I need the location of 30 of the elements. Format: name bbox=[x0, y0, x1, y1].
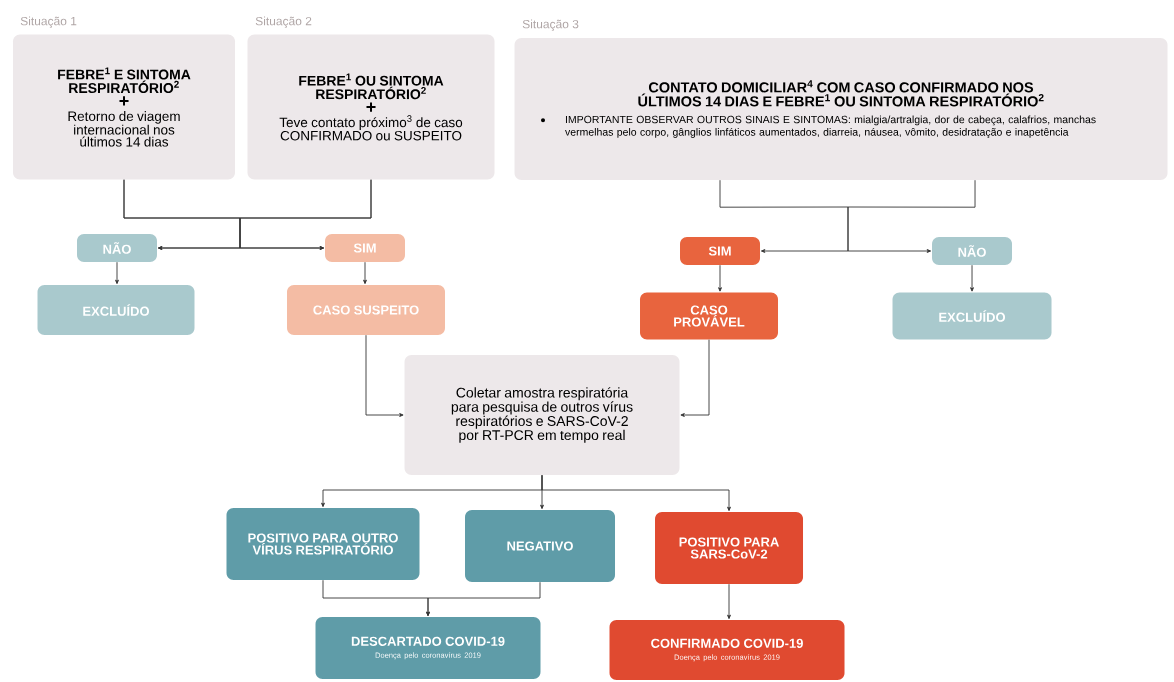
result-box: CASO PROVÁVEL bbox=[640, 292, 778, 340]
answer-box: SIM bbox=[325, 234, 405, 262]
situation-label: Situação 3 bbox=[522, 19, 579, 31]
result-box: EXCLUÍDO bbox=[892, 292, 1052, 340]
criteria-box: FEBRE$^{1}$ E SINTOMA RESPIRATÓRIO$^{2}$ + Retorno de viagem internacional nos últimos 14 dias bbox=[13, 34, 235, 180]
arrow bbox=[718, 264, 722, 292]
arrow bbox=[847, 179, 976, 253]
arrow bbox=[541, 474, 731, 512]
arrow bbox=[239, 179, 372, 250]
arrow bbox=[727, 583, 731, 620]
arrow bbox=[426, 581, 541, 617]
result-box: CASO SUSPEITO bbox=[287, 285, 445, 335]
arrow bbox=[970, 264, 974, 292]
process-box: Coletar amostra respiratória para pesquisa de outros vírus respiratórios e SARS-CoV-2 por RT-PCR em tempo real bbox=[404, 355, 680, 475]
arrow bbox=[363, 261, 367, 285]
result-box: POSITIVO PARA SARS-CoV-2 bbox=[655, 512, 803, 584]
result-box: EXCLUÍDO bbox=[37, 285, 195, 335]
situation-label: Situação 2 bbox=[255, 16, 312, 28]
arrow bbox=[680, 339, 710, 417]
criteria-box: CONTATO DOMICILIAR$^{4}$ COM CASO CONFIRMADO NOS ÚLTIMOS 14 DIAS E FEBRE$^{1}$ OU SINTOMA RESPIRATÓRIO$^{2}$ IMPORTANTE OBSERVAR OUTROS SINAIS E SINTOMAS: mialgia/artralgia, dor de cabeça, calafrios, manchas vermelhas pelo corpo, gânglios linfáticos aumentados, diarreia, náusea, vômito, desidratação e inapetência bbox=[514, 38, 1168, 180]
answer-box: NÃO bbox=[77, 234, 157, 262]
result-box: POSITIVO PARA OUTRO VÍRUS RESPIRATÓRIO bbox=[226, 508, 420, 580]
situation-label: Situação 1 bbox=[20, 16, 77, 28]
arrow bbox=[365, 334, 404, 417]
arrow bbox=[719, 179, 849, 253]
criteria-box: FEBRE$^{1}$ OU SINTOMA RESPIRATÓRIO$^{2}$ + Teve contato próximo$^{3}$ de caso CONFIRMADO ou SUSPEITO bbox=[247, 34, 495, 180]
arrow bbox=[115, 261, 119, 285]
answer-box: NÃO bbox=[932, 237, 1012, 265]
answer-box: SIM bbox=[680, 237, 760, 265]
result-box: NEGATIVO bbox=[465, 510, 615, 582]
